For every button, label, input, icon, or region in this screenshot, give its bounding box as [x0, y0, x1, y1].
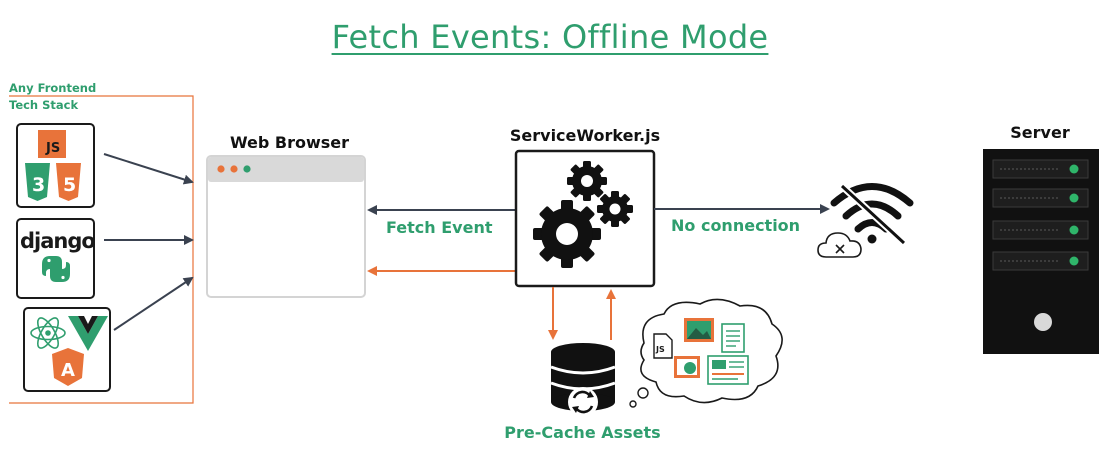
- html5-logo-text: 5: [63, 174, 76, 196]
- js-file-icon: JS: [653, 333, 673, 359]
- angular-logo: A: [52, 348, 84, 386]
- no-wifi-icon: [830, 183, 914, 246]
- browser-window: [206, 155, 366, 298]
- cached-assets-bubble: JS: [629, 298, 783, 408]
- react-logo: [30, 317, 66, 349]
- python-logo: [42, 256, 70, 282]
- server-power-button: [1034, 313, 1052, 331]
- tech-stack-label-line1: Any Frontend: [9, 81, 97, 95]
- django-python-icon: django: [16, 218, 96, 299]
- pre-cache-assets-label: Pre-Cache Assets: [504, 423, 661, 442]
- layout-asset-icon: [707, 355, 749, 385]
- react-vue-angular-icon: A: [23, 307, 111, 392]
- js-html-css-icon: JS 3 5: [16, 123, 95, 208]
- web-browser-label: Web Browser: [229, 133, 350, 152]
- fetch-event-label: Fetch Event: [386, 218, 493, 237]
- server-label: Server: [1010, 123, 1070, 142]
- browser-minimize-dot: [230, 165, 238, 173]
- gear-icon: [533, 161, 633, 268]
- stack-to-browser-arrow-3: [113, 276, 194, 331]
- stack-to-browser-arrow-1: [103, 153, 194, 185]
- css3-logo-text: 3: [32, 174, 45, 196]
- server-drive-bays: [992, 159, 1089, 271]
- cache-database-icon: [550, 343, 616, 417]
- js-logo-text: JS: [45, 141, 60, 156]
- server-icon: [983, 149, 1099, 354]
- browser-maximize-dot: [243, 165, 251, 173]
- tech-stack-label-line2: Tech Stack: [9, 98, 79, 112]
- cloud-offline-icon: [817, 232, 862, 258]
- photo-asset-icon: [674, 356, 700, 378]
- service-worker-label: ServiceWorker.js: [509, 126, 661, 145]
- document-asset-icon: [721, 323, 745, 353]
- angular-logo-text: A: [61, 360, 75, 381]
- service-worker-box: [514, 149, 656, 288]
- image-asset-icon: [684, 318, 714, 342]
- no-connection-label: No connection: [671, 216, 801, 235]
- tech-stack-frame: [9, 95, 194, 404]
- js-file-text: JS: [655, 345, 665, 354]
- tech-stack-label: Any Frontend Tech Stack: [9, 80, 96, 114]
- django-logo-text: django: [20, 229, 95, 253]
- browser-close-dot: [217, 165, 225, 173]
- diagram-title: Fetch Events: Offline Mode: [331, 18, 769, 56]
- vue-logo: [68, 316, 108, 351]
